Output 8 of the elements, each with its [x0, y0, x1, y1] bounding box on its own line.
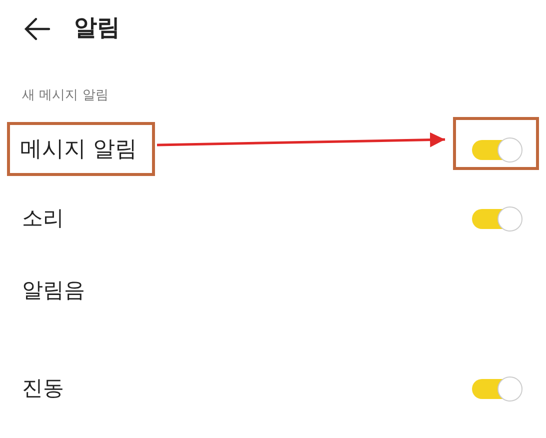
- setting-label: 알림음: [22, 277, 85, 304]
- setting-label: 소리: [22, 205, 64, 232]
- highlight-box: 메시지 알림: [7, 122, 155, 176]
- section-header: 새 메시지 알림: [22, 87, 108, 104]
- screen-title: 알림: [74, 14, 120, 43]
- arrow: [156, 132, 446, 148]
- highlight-frame: [453, 117, 539, 170]
- setting-label: 진동: [22, 375, 64, 402]
